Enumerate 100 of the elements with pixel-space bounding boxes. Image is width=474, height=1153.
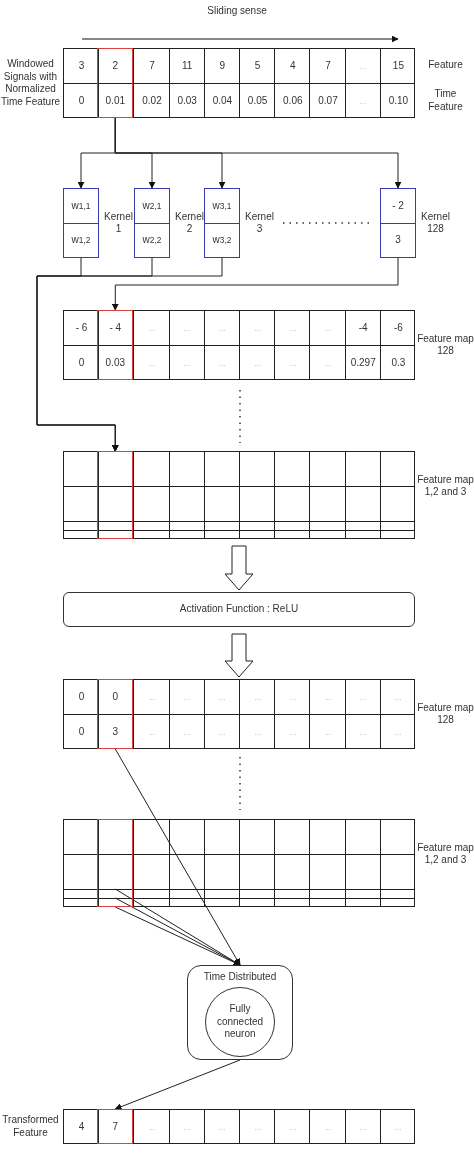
table-value: ...	[288, 691, 298, 704]
table-value: ...	[323, 322, 333, 335]
table-value: ...	[253, 726, 262, 739]
table-value: ...	[394, 726, 403, 739]
table-value: ...	[323, 691, 333, 704]
sliding-sense-label: Sliding sense	[206, 5, 268, 18]
table-value: ...	[182, 726, 192, 739]
table-value: 0.07	[317, 94, 339, 109]
table-value: 0	[111, 690, 120, 705]
table-heading: Feature map 128	[417, 331, 474, 358]
table-value: ...	[147, 357, 157, 370]
table-value: 0	[77, 356, 86, 371]
table-value: 5	[253, 59, 262, 74]
arrow	[114, 117, 402, 189]
table-value: 4	[289, 59, 297, 74]
table-value: ...	[288, 726, 298, 739]
table-value: - 6	[74, 321, 89, 336]
table-heading: Feature map 128	[417, 700, 474, 727]
kernel-label: Kernel 1	[103, 209, 134, 236]
highlighted-window	[97, 451, 134, 539]
kernel-label: Kernel 2	[174, 209, 205, 236]
table-value: ...	[253, 322, 262, 335]
table-value: ...	[323, 1121, 333, 1134]
table-value: ...	[288, 1121, 298, 1134]
arrow	[111, 257, 399, 311]
table-value: 0.10	[387, 94, 410, 109]
table-value: 11	[181, 59, 194, 74]
table-heading: Feature map 1,2 and 3	[417, 472, 474, 499]
table-value: ...	[358, 691, 368, 704]
table-heading: Feature map 1,2 and 3	[417, 840, 474, 867]
table-value: ...	[288, 357, 298, 370]
weight-value: 3	[381, 223, 415, 257]
activation-box: Activation Function : ReLU	[63, 592, 415, 627]
table-value: 2	[111, 59, 120, 74]
table-value: 0.03	[104, 356, 126, 371]
table-value: - 4	[108, 321, 123, 336]
table-value: 0	[77, 94, 86, 109]
highlighted-window	[97, 679, 134, 749]
highlighted-window	[97, 310, 134, 380]
table-value: -6	[392, 321, 404, 336]
box-title: Time Distributed	[202, 971, 278, 982]
arrow	[36, 257, 223, 452]
table-value: ...	[182, 322, 192, 335]
block-arrow	[224, 545, 254, 591]
table-value: 3	[77, 59, 86, 74]
table-value: ...	[288, 322, 298, 335]
table-value: ...	[323, 726, 333, 739]
table-value: 0.04	[211, 94, 234, 109]
table-heading: Time Feature	[427, 87, 464, 114]
table-value: 0.05	[246, 94, 269, 109]
table-value: ...	[147, 322, 157, 335]
table-value: ...	[182, 691, 192, 704]
time-distributed-box	[187, 965, 293, 1060]
table-heading: Transformed Feature	[1, 1113, 60, 1140]
table-value: 4	[77, 1120, 86, 1135]
kernel-label: Kernel 3	[244, 209, 275, 236]
table-value: ...	[394, 1121, 403, 1134]
table-value: ...	[218, 726, 227, 739]
table-value: 0	[77, 690, 86, 705]
table-value: ...	[358, 1121, 368, 1134]
table-value: ...	[147, 726, 157, 739]
table-value: 0.01	[104, 94, 126, 109]
table-value: 15	[391, 59, 405, 74]
table-value: 9	[218, 59, 227, 74]
table-value: 0.297	[349, 356, 377, 371]
table-value: ...	[182, 357, 192, 370]
table-value: ...	[147, 1121, 157, 1134]
table-value: ...	[323, 357, 333, 370]
highlighted-window	[97, 1109, 134, 1144]
table-value: 7	[324, 59, 332, 74]
table-value: ...	[218, 322, 227, 335]
table-value: ...	[358, 726, 368, 739]
table-value: 3	[111, 725, 120, 740]
table-value: 7	[111, 1120, 120, 1135]
table-value: 0.3	[390, 356, 407, 371]
table-value: 0.02	[141, 94, 163, 109]
table-value: 7	[148, 59, 156, 74]
table-value: ...	[218, 1121, 227, 1134]
kernel-label: Kernel 128	[420, 209, 451, 236]
table-value: ...	[358, 60, 368, 73]
table-value: ...	[218, 357, 227, 370]
table-value: ...	[358, 95, 368, 108]
table-value: 0.03	[176, 94, 198, 109]
highlighted-window	[97, 48, 134, 118]
table-value: ...	[253, 357, 262, 370]
table-value: ...	[218, 691, 227, 704]
highlighted-window	[97, 819, 134, 907]
table-value: -4	[357, 321, 369, 336]
table-value: ...	[394, 691, 403, 704]
table-heading: Feature	[427, 58, 464, 73]
table-value: ...	[182, 1121, 192, 1134]
table-heading: Windowed Signals with Normalized Time Feature	[0, 57, 61, 109]
table-value: ...	[253, 691, 262, 704]
table-value: ...	[147, 691, 157, 704]
table-value: 0.06	[282, 94, 304, 109]
table-value: ...	[253, 1121, 262, 1134]
table-value: 0	[77, 725, 86, 740]
weight-value: - 2	[391, 198, 405, 213]
block-arrow	[224, 633, 254, 678]
arrow	[114, 1059, 241, 1110]
